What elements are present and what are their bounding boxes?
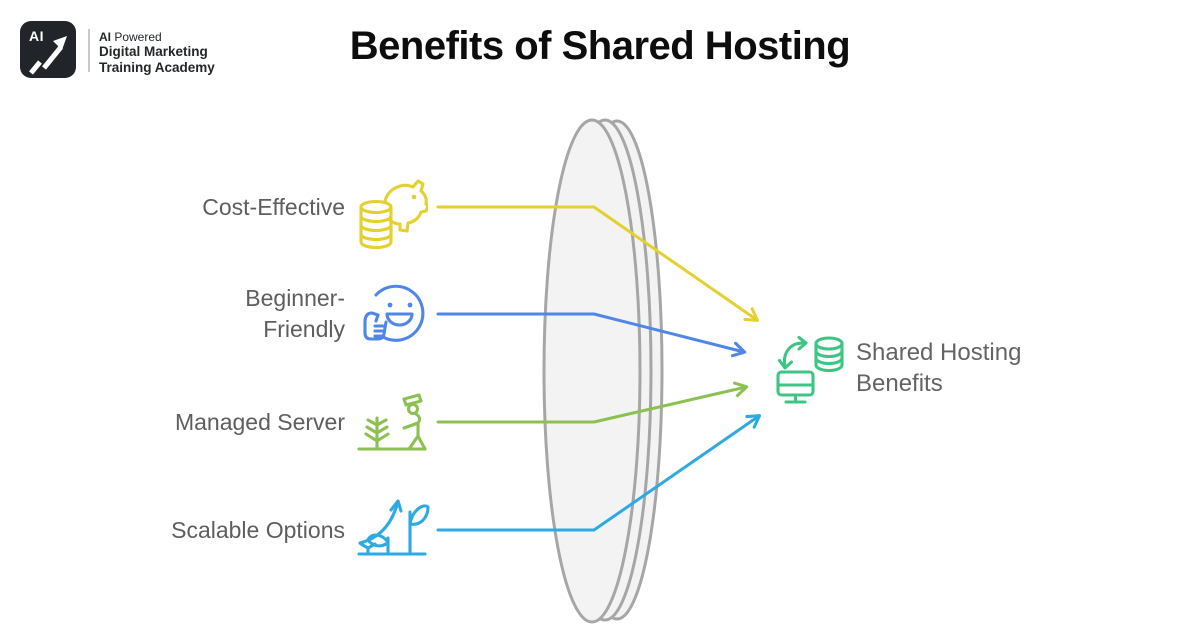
result-label-line1: Shared Hosting	[856, 339, 1022, 366]
piggy-bank-coins-icon	[352, 176, 428, 252]
connector-line-scalable-options	[436, 414, 762, 532]
brand-name-line2: Training Academy	[99, 60, 215, 75]
sync-database-monitor-icon	[774, 334, 854, 406]
result-label-line2: Benefits	[856, 370, 943, 397]
brand-logo-badge: AI	[20, 21, 76, 78]
logo-badge-text: AI	[29, 28, 44, 44]
lens-front-ellipse	[542, 118, 642, 624]
brand-name-line1: Digital Marketing	[99, 44, 208, 59]
logo-divider	[88, 29, 90, 72]
connector-line-managed-server	[436, 381, 749, 424]
growth-arrow-icon	[29, 36, 67, 75]
brand-wordmark: AI Powered Digital Marketing Training Ac…	[99, 30, 215, 76]
item-label-scalable-options: Scalable Options	[171, 517, 345, 543]
connector-line-cost-effective	[436, 205, 760, 322]
result-label: Shared Hosting Benefits	[856, 337, 1021, 399]
thumbs-up-smiley-icon	[356, 276, 428, 348]
growing-plants-icon	[354, 490, 430, 566]
item-label-managed-server: Managed Server	[174, 409, 345, 435]
brand-tagline: AI Powered	[99, 30, 162, 44]
page-title: Benefits of Shared Hosting	[349, 24, 851, 68]
item-label-beginner-friendly: Beginner- Friendly	[245, 285, 345, 342]
connector-line-beginner-friendly	[436, 312, 747, 358]
item-label-cost-effective: Cost-Effective	[202, 194, 345, 220]
gardener-plant-icon	[356, 386, 428, 458]
